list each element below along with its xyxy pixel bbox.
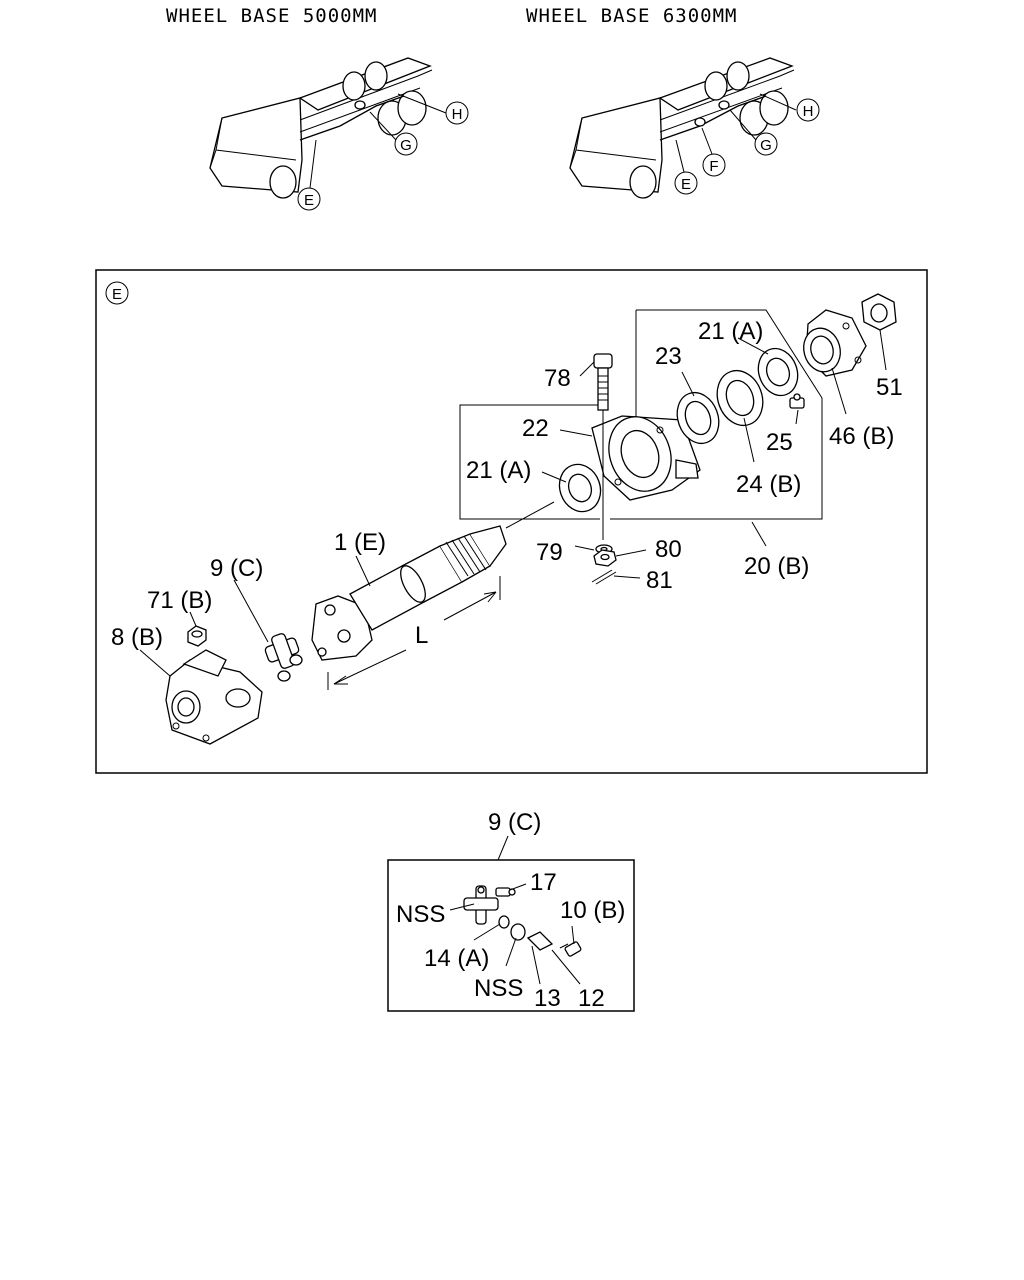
label-13: 13 <box>534 985 561 1012</box>
label-12: 12 <box>578 985 605 1012</box>
label-22: 22 <box>522 415 549 442</box>
label-17: 17 <box>530 869 557 896</box>
oil-seal-21a-lower <box>558 463 602 513</box>
lock-plate-13 <box>526 931 554 951</box>
label-20b: 20 (B) <box>744 553 809 580</box>
detail-title-9c: 9 (C) <box>488 809 541 836</box>
assembly-bracket-21a <box>459 404 600 520</box>
callout-f-right: F <box>702 153 726 177</box>
assembly-bracket-20b <box>610 309 823 520</box>
cushion-24b <box>716 369 764 427</box>
label-10b: 10 (B) <box>560 897 625 924</box>
svg-text:E: E <box>681 176 691 193</box>
svg-text:H: H <box>452 106 463 123</box>
label-21a-lower: 21 (A) <box>466 457 531 484</box>
callout-g-left: G <box>394 132 418 156</box>
label-79: 79 <box>536 539 563 566</box>
svg-text:H: H <box>803 103 814 120</box>
callout-h-right: H <box>796 98 820 122</box>
bolt-10b <box>559 941 582 957</box>
section-label-e: E <box>105 281 129 305</box>
svg-text:E: E <box>304 192 314 209</box>
label-24b: 24 (B) <box>736 471 801 498</box>
leader-lines-main <box>139 329 887 677</box>
label-71b: 71 (B) <box>147 587 212 614</box>
label-80: 80 <box>655 536 682 563</box>
label-nss-bottom: NSS <box>474 975 523 1002</box>
svg-text:L: L <box>415 622 428 649</box>
nut-80 <box>593 549 617 567</box>
propeller-shaft-1e <box>349 525 507 631</box>
cotter-pin-81 <box>591 569 617 585</box>
label-51: 51 <box>876 374 903 401</box>
detail-panel-frame <box>387 859 635 1012</box>
nut-71b <box>187 625 207 647</box>
callout-g-right: G <box>754 132 778 156</box>
callout-e-left: E <box>297 187 321 211</box>
universal-joint-9c <box>264 633 303 682</box>
bearing-23 <box>676 391 720 445</box>
svg-text:G: G <box>400 137 412 154</box>
companion-flange-46b <box>803 309 867 377</box>
label-23: 23 <box>655 343 682 370</box>
label-1e: 1 (E) <box>334 529 386 556</box>
label-25: 25 <box>766 429 793 456</box>
flange-nut-51 <box>861 293 897 331</box>
label-8b: 8 (B) <box>111 624 163 651</box>
label-9c: 9 (C) <box>210 555 263 582</box>
truck-illustration-6300: H G F E <box>569 57 820 199</box>
label-14a: 14 (A) <box>424 945 489 972</box>
label-nss-top: NSS <box>396 901 445 928</box>
flange-yoke-8b <box>165 649 263 745</box>
dimension-l: L <box>327 576 501 690</box>
bearing-cup-14a <box>498 915 510 929</box>
grease-nipple-25 <box>789 393 805 409</box>
main-panel-frame <box>95 269 928 774</box>
bearing-cap <box>510 923 526 941</box>
truck-illustration-5000: H G E <box>209 57 469 211</box>
svg-text:F: F <box>709 158 718 175</box>
slip-yoke-1e <box>311 595 373 661</box>
oil-seal-21a-upper <box>757 347 799 397</box>
center-bearing-housing-22 <box>591 415 701 501</box>
wheel-base-5000-title: WHEEL BASE 5000MM <box>166 5 377 27</box>
wheel-base-6300-title: WHEEL BASE 6300MM <box>526 5 737 27</box>
svg-text:G: G <box>760 137 772 154</box>
label-78: 78 <box>544 365 571 392</box>
bolt-78 <box>593 353 613 411</box>
callout-h-left: H <box>445 101 469 125</box>
leader-lines-detail <box>449 883 581 985</box>
callout-e-right: E <box>674 171 698 195</box>
label-21a-upper: 21 (A) <box>698 318 763 345</box>
label-46b: 46 (B) <box>829 423 894 450</box>
svg-text:E: E <box>112 286 122 303</box>
label-81: 81 <box>646 567 673 594</box>
spider-cross <box>463 885 499 925</box>
